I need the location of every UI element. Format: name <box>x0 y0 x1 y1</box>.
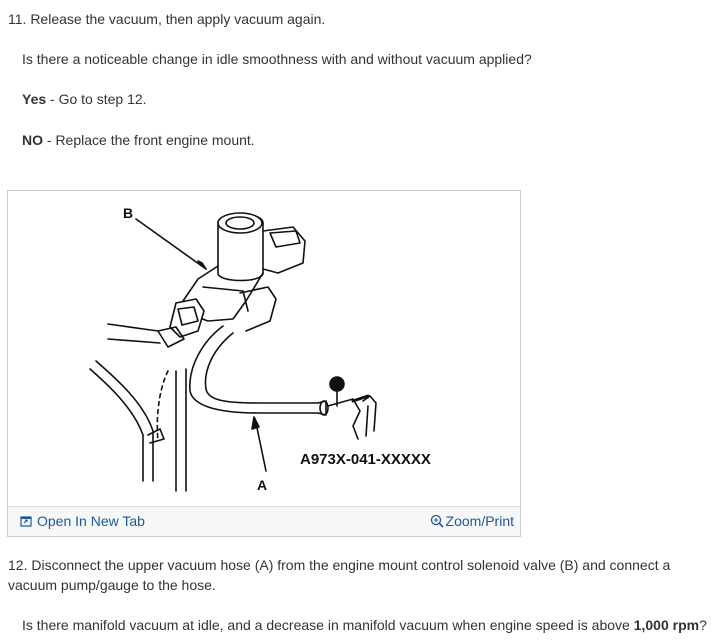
figure-code: A973X-041-XXXXX <box>300 451 431 468</box>
label-b: B <box>123 205 133 221</box>
answer-no: NO - Replace the front engine mount. <box>22 130 255 150</box>
step-12-question-post: ? <box>699 617 707 633</box>
answer-yes-label: Yes <box>22 91 47 107</box>
answer-no-label: NO <box>22 132 43 148</box>
open-in-new-tab-label: Open In New Tab <box>37 513 145 529</box>
zoom-print-label: Zoom/Print <box>445 513 514 529</box>
step-12-question-rpm: 1,000 rpm <box>633 617 700 633</box>
figure-toolbar: Open In New Tab Zoom/Print <box>8 506 520 536</box>
answer-yes: Yes - Go to step 12. <box>22 89 147 109</box>
step-11-heading: 11. Release the vacuum, then apply vacuu… <box>8 11 326 27</box>
solenoid-valve-diagram: B A A973X-041-XXXXX <box>89 205 431 493</box>
zoom-print-link[interactable]: Zoom/Print <box>430 513 514 529</box>
step-12-question-pre: Is there manifold vacuum at idle, and a … <box>22 617 634 633</box>
label-a: A <box>257 477 267 493</box>
open-new-tab-icon <box>20 516 32 527</box>
zoom-magnifier-icon <box>430 514 444 528</box>
step-11-question: Is there a noticeable change in idle smo… <box>22 51 532 67</box>
figure-container: B A A973X-041-XXXXX Open In New Tab Zoom… <box>7 190 521 537</box>
step-12-text: 12. Disconnect the upper vacuum hose (A)… <box>8 557 671 593</box>
answer-yes-text: - Go to step 12. <box>46 91 147 107</box>
answer-no-text: - Replace the front engine mount. <box>43 132 255 148</box>
step-12-question: Is there manifold vacuum at idle, and a … <box>22 615 707 635</box>
open-in-new-tab-link[interactable]: Open In New Tab <box>20 513 145 529</box>
